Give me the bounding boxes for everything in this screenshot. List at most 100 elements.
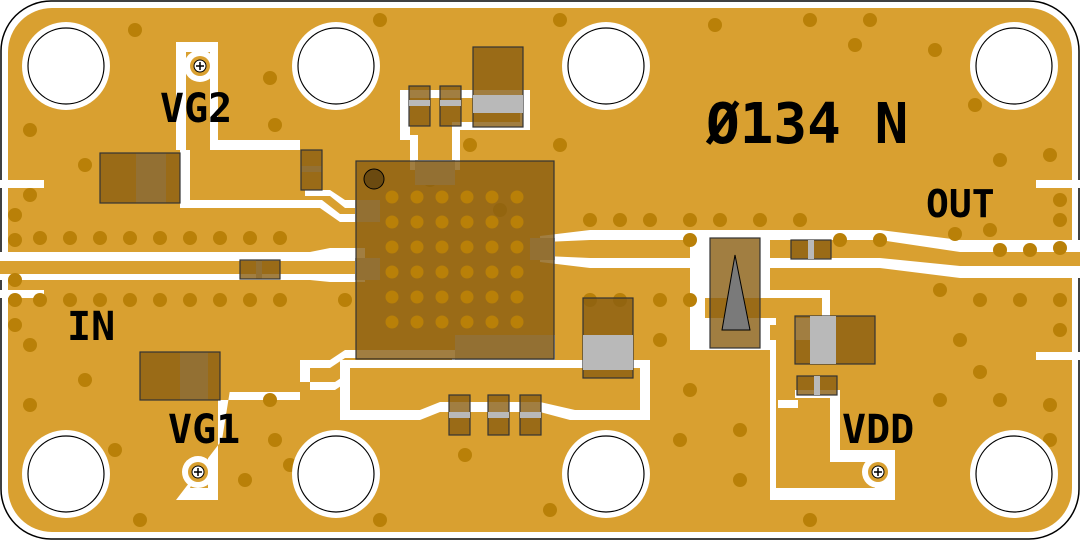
via [953, 333, 967, 347]
capacitor-bottom-3 [519, 394, 542, 436]
via [243, 293, 257, 307]
thermal-via [485, 315, 499, 329]
components [99, 46, 876, 436]
capacitor-vg1 [139, 351, 221, 401]
mounting-hole [975, 27, 1053, 105]
via [553, 138, 567, 152]
via [273, 231, 287, 245]
label-part-number: Ø134 N [705, 92, 908, 157]
vdd-test-point [862, 456, 894, 488]
via [673, 433, 687, 447]
thermal-via [510, 265, 524, 279]
via [863, 13, 877, 27]
via [933, 283, 947, 297]
label-out: OUT [926, 182, 995, 226]
via [8, 208, 22, 222]
via [243, 231, 257, 245]
thermal-via [460, 315, 474, 329]
via [238, 473, 252, 487]
thermal-via [410, 265, 424, 279]
thermal-via [510, 315, 524, 329]
via [948, 227, 962, 241]
thermal-via [385, 290, 399, 304]
capacitor-top-1 [408, 85, 431, 127]
via [753, 213, 767, 227]
via [23, 338, 37, 352]
via [153, 293, 167, 307]
thermal-via [435, 315, 449, 329]
via [78, 373, 92, 387]
thermal-via [410, 240, 424, 254]
mounting-hole [27, 27, 105, 105]
via [63, 293, 77, 307]
via [373, 13, 387, 27]
capacitor-top-large [472, 46, 524, 128]
thermal-via [460, 190, 474, 204]
resistor-out [790, 239, 832, 260]
thermal-via [435, 240, 449, 254]
capacitor-bottom-2 [487, 394, 510, 436]
thermal-via [435, 190, 449, 204]
thermal-via [510, 240, 524, 254]
via [1023, 243, 1037, 257]
via [993, 393, 1007, 407]
via [263, 71, 277, 85]
thermal-via [460, 265, 474, 279]
via [848, 38, 862, 52]
inductor-output [709, 237, 761, 349]
via [1043, 148, 1057, 162]
via [33, 293, 47, 307]
label-vdd: VDD [842, 407, 914, 453]
via [803, 13, 817, 27]
capacitor-vdd-large [794, 315, 876, 365]
amplifier-ic [355, 160, 555, 360]
via [933, 393, 947, 407]
capacitor-bottom-large [582, 297, 634, 379]
via [793, 213, 807, 227]
via [683, 383, 697, 397]
via [873, 233, 887, 247]
via [683, 213, 697, 227]
mounting-hole [975, 435, 1053, 513]
via [153, 231, 167, 245]
via [1053, 293, 1067, 307]
thermal-via [385, 215, 399, 229]
via [183, 293, 197, 307]
via [993, 243, 1007, 257]
via [803, 513, 817, 527]
thermal-via [410, 215, 424, 229]
via [733, 423, 747, 437]
via [8, 318, 22, 332]
via [373, 513, 387, 527]
via [733, 473, 747, 487]
capacitor-bottom-1 [448, 394, 471, 436]
thermal-via [510, 190, 524, 204]
via [683, 233, 697, 247]
thermal-via [485, 290, 499, 304]
thermal-via [485, 240, 499, 254]
thermal-via [510, 290, 524, 304]
thermal-via [410, 315, 424, 329]
vg2-test-point [184, 50, 216, 82]
via [8, 233, 22, 247]
via [128, 23, 142, 37]
mounting-hole [297, 27, 375, 105]
via [613, 213, 627, 227]
via [458, 448, 472, 462]
thermal-via [385, 190, 399, 204]
via [983, 223, 997, 237]
via [928, 43, 942, 57]
via [23, 398, 37, 412]
label-vg1: VG1 [168, 407, 240, 453]
via [263, 393, 277, 407]
via [1053, 323, 1067, 337]
via [8, 293, 22, 307]
via [1053, 241, 1067, 255]
thermal-via [460, 240, 474, 254]
via [63, 231, 77, 245]
mounting-holes [22, 22, 1058, 518]
resistor-in [239, 259, 281, 280]
resistor-vdd [796, 375, 838, 396]
thermal-via [435, 290, 449, 304]
thermal-via [485, 265, 499, 279]
